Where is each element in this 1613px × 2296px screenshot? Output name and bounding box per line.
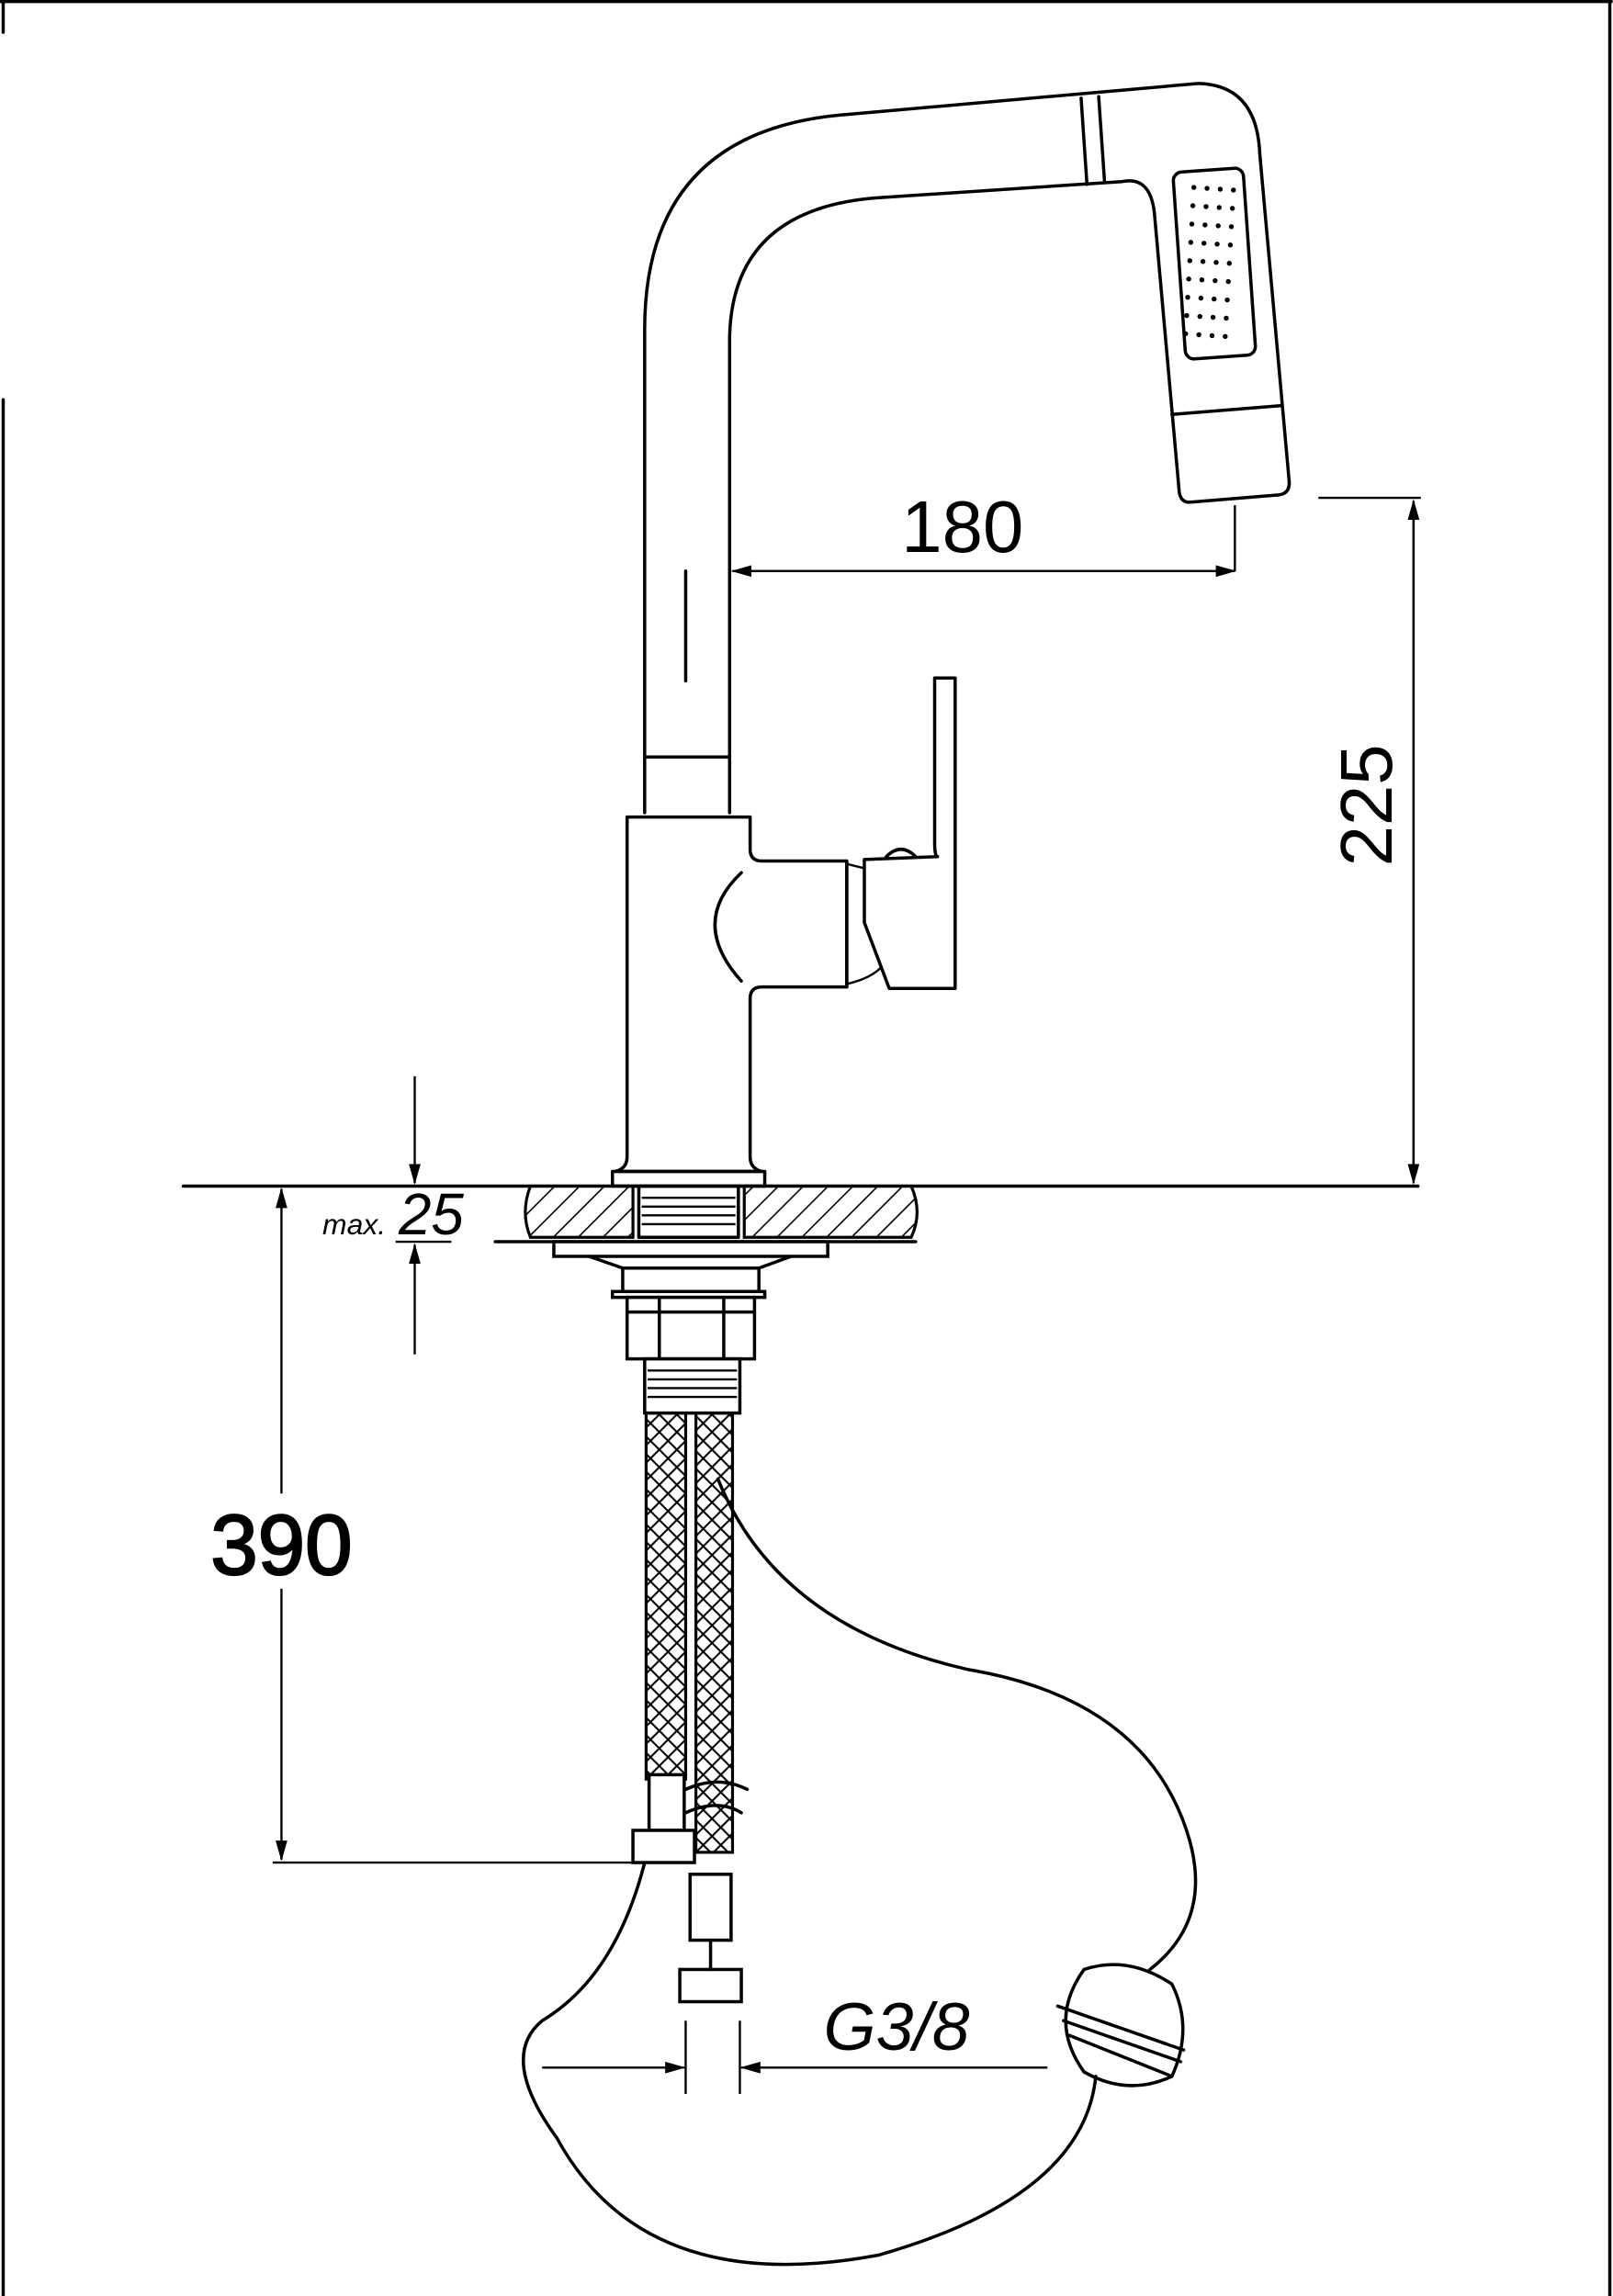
dimension-hose-length: 390 bbox=[209, 1187, 689, 1864]
nozzle-dot bbox=[1199, 276, 1205, 283]
detail-callout-outline bbox=[522, 1477, 1198, 2267]
base-flange bbox=[610, 1169, 767, 1188]
nozzle-dot bbox=[1186, 276, 1191, 282]
nozzle-dot bbox=[1213, 260, 1219, 265]
nozzle-dot bbox=[1200, 259, 1206, 264]
dimension-max-thickness: max. 25 bbox=[322, 1075, 464, 1355]
nozzle-dot bbox=[1204, 186, 1210, 191]
mounting-hardware bbox=[552, 1240, 829, 1415]
nozzle-dot bbox=[1228, 224, 1235, 230]
nozzle-dot bbox=[1202, 222, 1208, 228]
nozzle-dot bbox=[1191, 185, 1197, 190]
spray-head bbox=[1170, 166, 1284, 416]
nozzle-dot bbox=[1227, 242, 1234, 248]
nozzle-dot bbox=[1203, 204, 1209, 209]
nozzle-dot bbox=[1226, 260, 1233, 266]
nozzle-dot bbox=[1209, 332, 1215, 339]
nozzle-dot bbox=[1223, 333, 1228, 340]
nozzle-dot bbox=[1224, 315, 1229, 321]
nozzle-dot bbox=[1213, 277, 1218, 284]
nozzle-dot bbox=[1212, 296, 1217, 302]
nozzle-dot bbox=[1185, 294, 1190, 300]
dimension-spout-reach: 180 bbox=[730, 486, 1236, 578]
spout bbox=[643, 82, 1292, 815]
counter-section bbox=[493, 1184, 919, 1244]
nozzle-dot bbox=[1217, 186, 1224, 192]
nozzle-dot bbox=[1201, 241, 1207, 246]
nozzle-dot bbox=[1216, 205, 1223, 210]
nozzle-dot bbox=[1184, 312, 1190, 319]
nozzle-dot bbox=[1225, 278, 1231, 285]
nozzle-dot bbox=[1210, 314, 1216, 321]
dimension-label-180: 180 bbox=[901, 486, 1023, 568]
max-prefix-label: max. bbox=[322, 1208, 386, 1241]
dimension-label-225: 225 bbox=[1325, 744, 1407, 866]
mixer-body bbox=[614, 815, 884, 1174]
nozzle-dot bbox=[1214, 242, 1220, 247]
connection-thread-detail bbox=[1055, 1963, 1186, 2088]
dimension-label-390: 390 bbox=[210, 1497, 352, 1593]
dimension-connection: G3/8 bbox=[542, 1989, 1048, 2094]
nozzle-dot bbox=[1188, 240, 1194, 245]
nozzle-dot bbox=[1190, 203, 1196, 208]
nozzle-dot bbox=[1229, 206, 1235, 211]
nozzle-dot bbox=[1183, 331, 1189, 337]
nozzle-dot bbox=[1224, 297, 1230, 303]
nozzle-dot bbox=[1196, 332, 1201, 338]
nozzle-dot bbox=[1189, 221, 1195, 227]
flexible-hoses bbox=[631, 1411, 750, 2004]
nozzle-dot bbox=[1215, 223, 1221, 229]
dimension-spout-height: 225 bbox=[1318, 496, 1421, 1185]
dimension-label-g3-8: G3/8 bbox=[824, 1989, 970, 2065]
dimension-label-25: 25 bbox=[398, 1181, 464, 1247]
lever-handle bbox=[863, 676, 957, 990]
nozzle-dot bbox=[1231, 187, 1236, 193]
nozzle-dot bbox=[1187, 258, 1192, 264]
nozzle-dot bbox=[1198, 295, 1204, 301]
nozzle-dot bbox=[1197, 313, 1202, 320]
